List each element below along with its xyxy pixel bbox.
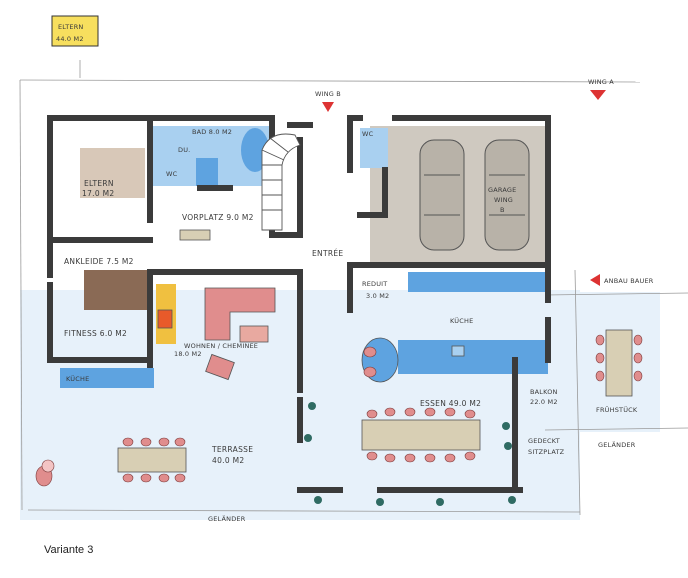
label-bad: BAD 8.0 M2 <box>192 128 232 136</box>
garage-cars <box>419 139 530 251</box>
label-terrasse-area: 40.0 M2 <box>212 456 244 465</box>
legend-line2: 44.0 M2 <box>56 35 84 43</box>
label-gedeckt: GEDECKT <box>528 437 560 445</box>
label-eltern: ELTERN <box>84 179 114 188</box>
label-garage-b: B <box>500 206 505 214</box>
label-wc2: WC <box>362 130 374 138</box>
legend-box: ELTERN 44.0 M2 <box>51 15 99 47</box>
wing-a-label: WING A <box>588 78 614 86</box>
staircase <box>261 133 301 231</box>
site-lines <box>19 60 688 516</box>
room-labels: ELTERN 17.0 M2 BAD 8.0 M2 DU. WC WC VORP… <box>64 128 638 523</box>
chairs <box>35 334 643 487</box>
wing-markers: WING B WING A ANBAU BAUER <box>315 78 654 286</box>
label-du: DU. <box>178 146 190 154</box>
label-gelander-right: GELÄNDER <box>598 440 636 449</box>
label-terrasse: TERRASSE <box>211 445 253 454</box>
label-wohnen-area: 18.0 M2 <box>174 350 202 358</box>
label-gelander-bottom: GELÄNDER <box>208 514 246 523</box>
label-reduit-area: 3.0 M2 <box>366 292 389 300</box>
label-fitness: FITNESS 6.0 M2 <box>64 329 127 338</box>
room-fills <box>60 126 548 388</box>
label-kuche-left: KÜCHE <box>66 374 89 383</box>
label-wohnen: WOHNEN / CHEMINEE <box>184 342 258 350</box>
label-reduit: REDUIT <box>362 280 387 288</box>
wing-b-label: WING B <box>315 90 341 98</box>
label-essen: ESSEN 49.0 M2 <box>420 399 481 408</box>
label-balkon: BALKON <box>530 388 558 396</box>
walls <box>47 115 551 493</box>
legend-line1: ELTERN <box>58 23 84 31</box>
label-garage-wing: WING <box>494 196 513 204</box>
label-fruhstuck: FRÜHSTÜCK <box>596 405 638 414</box>
label-eltern-area: 17.0 M2 <box>82 189 114 198</box>
label-sitzplatz: SITZPLATZ <box>528 448 565 456</box>
plan-caption: Variante 3 <box>44 544 94 556</box>
label-balkon-area: 22.0 M2 <box>530 398 558 406</box>
label-entree: ENTRÉE <box>312 249 343 258</box>
label-kuche: KÜCHE <box>450 316 473 325</box>
label-vorplatz: VORPLATZ 9.0 M2 <box>182 213 254 222</box>
plants <box>304 402 516 506</box>
label-garage: GARAGE <box>488 186 516 194</box>
label-ankleide: ANKLEIDE 7.5 M2 <box>64 257 134 266</box>
label-wc1: WC <box>166 170 178 178</box>
anbau-label: ANBAU BAUER <box>604 277 654 285</box>
